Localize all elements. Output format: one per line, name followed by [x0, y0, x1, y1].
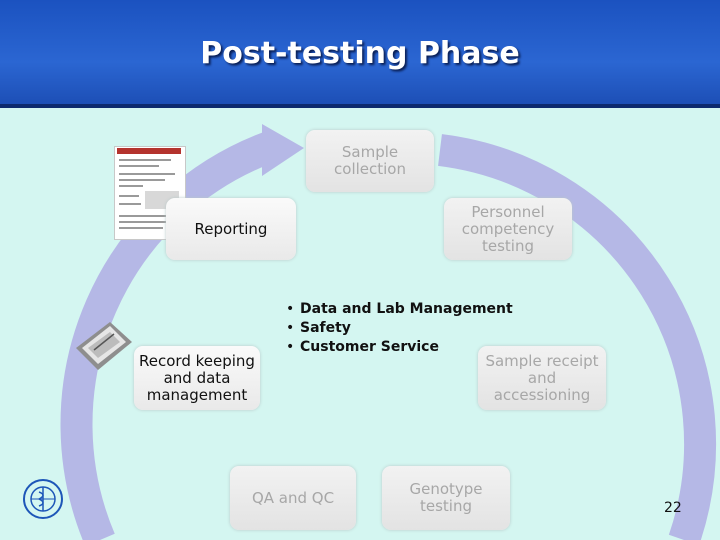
sample-receipt-label: Sample receipt and accessioning — [485, 351, 599, 404]
list-item: Safety — [286, 319, 513, 338]
genotype-testing-box: Genotype testing — [382, 466, 510, 530]
record-keeping-box: Record keeping and data management — [134, 346, 260, 410]
header-bar — [0, 0, 720, 104]
list-item: Data and Lab Management — [286, 300, 513, 319]
header-shadow — [0, 104, 720, 108]
page-title: Post-testing Phase — [200, 36, 520, 71]
record-keeping-label: Record keeping and data management — [139, 351, 255, 404]
file-folder-icon — [76, 322, 132, 370]
sample-collection-label: Sample collection — [334, 143, 406, 178]
reporting-label: Reporting — [194, 219, 268, 238]
reporting-box: Reporting — [166, 198, 296, 260]
page-number: 22 — [664, 500, 682, 516]
bullet-list: Data and Lab Management Safety Customer … — [286, 300, 513, 357]
qa-qc-label: QA and QC — [251, 488, 335, 507]
list-item: Customer Service — [286, 338, 513, 357]
genotype-testing-label: Genotype testing — [409, 480, 483, 515]
qa-qc-box: QA and QC — [230, 466, 356, 530]
personnel-competency-label: Personnel competency testing — [461, 202, 555, 255]
sample-collection-box: Sample collection — [306, 130, 434, 192]
personnel-competency-box: Personnel competency testing — [444, 198, 572, 260]
who-emblem-icon — [23, 479, 63, 519]
